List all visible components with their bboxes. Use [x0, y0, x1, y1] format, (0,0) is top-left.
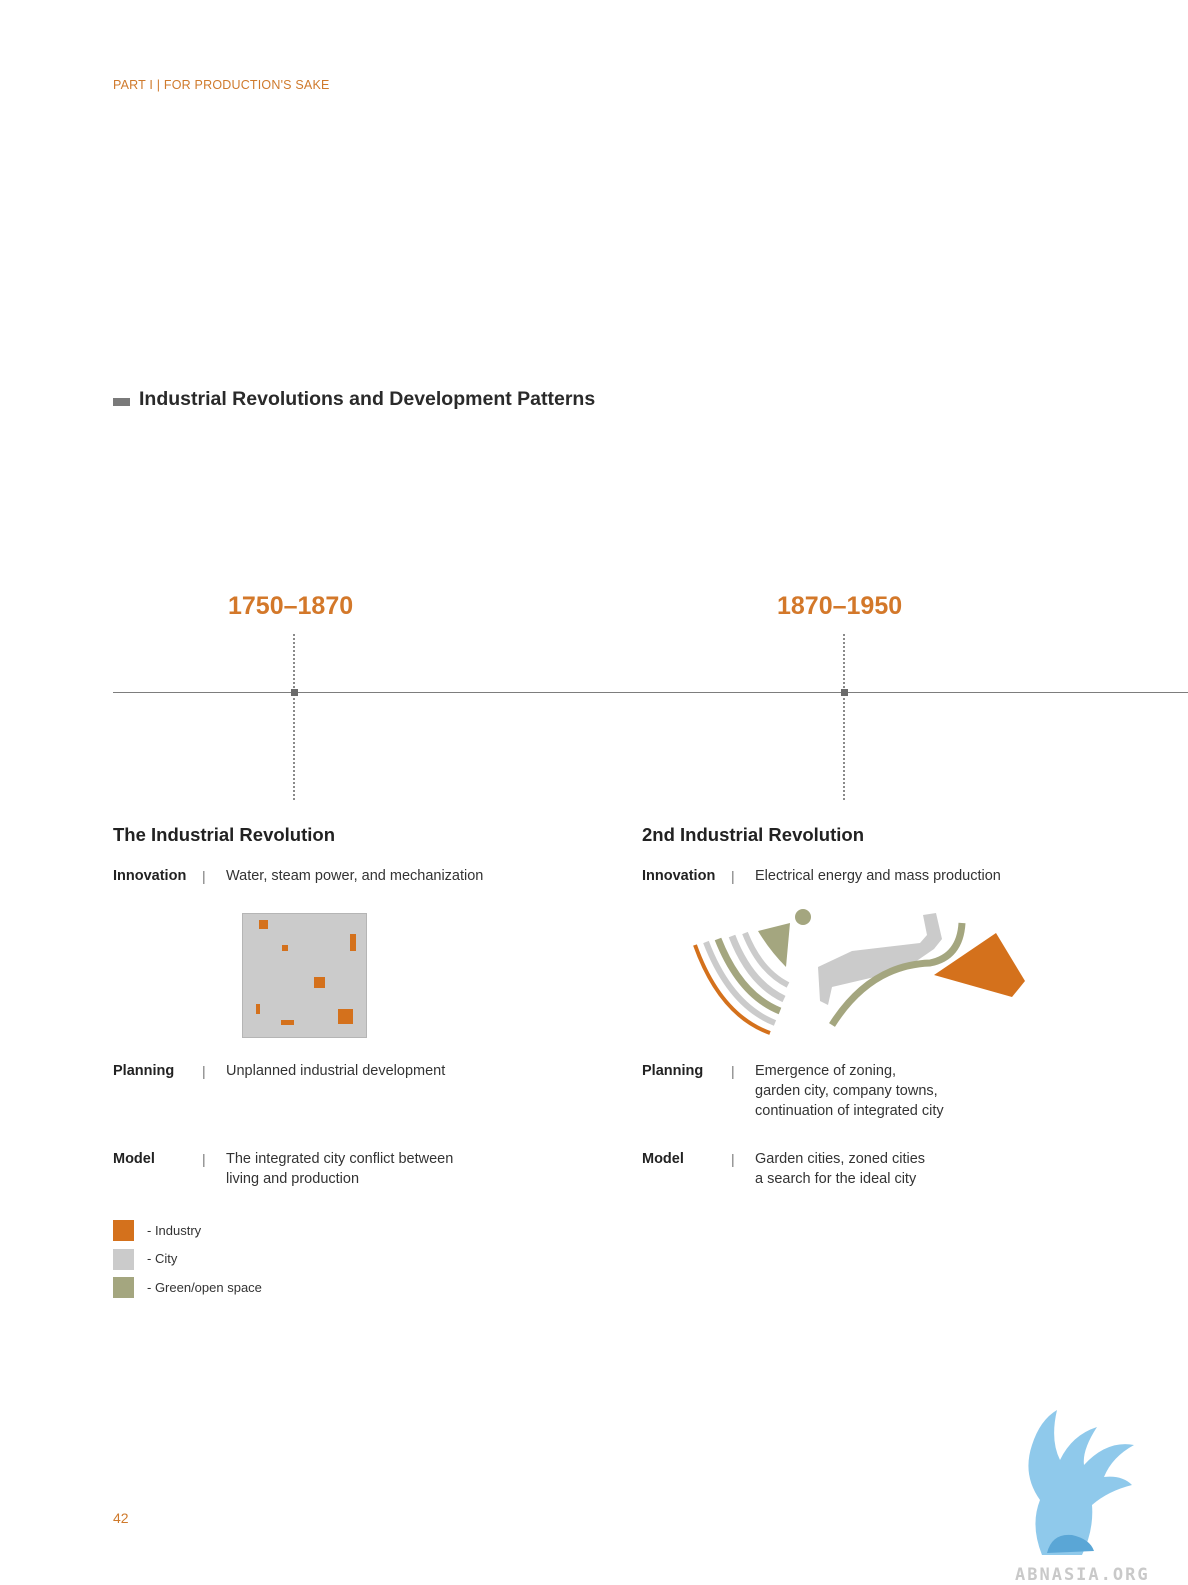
- era-2-pattern-diagram: [693, 909, 1025, 1035]
- era-2-title: 2nd Industrial Revolution: [642, 824, 865, 845]
- era-1-planning-separator: |: [202, 1063, 206, 1079]
- era-2-innovation-label: Innovation: [642, 868, 716, 884]
- city-ring: [742, 931, 790, 988]
- era-1-innovation-separator: |: [202, 868, 206, 884]
- green-wedge: [758, 923, 790, 967]
- green-ring: [714, 937, 782, 1015]
- griffin-base: [1047, 1534, 1094, 1553]
- era-1-dotted-marker: [293, 634, 295, 800]
- era-1-title: The Industrial Revolution: [113, 824, 336, 845]
- city-ring: [703, 940, 777, 1026]
- watermark-text: ABNASIA.ORG: [1015, 1565, 1150, 1585]
- legend-swatch-industry: [113, 1220, 134, 1241]
- era-2-tick: [841, 689, 848, 696]
- era-1-years: 1750–1870: [228, 592, 354, 620]
- industry-parcel: [350, 934, 356, 951]
- industry-ring: [693, 944, 771, 1035]
- green-node: [795, 909, 811, 925]
- era-2-planning-separator: |: [731, 1063, 735, 1079]
- era-2-innovation-separator: |: [731, 868, 735, 884]
- legend-label-city: - City: [147, 1251, 178, 1266]
- era-1-planning-value: Unplanned industrial development: [226, 1063, 446, 1079]
- era-2-model-label: Model: [642, 1151, 684, 1167]
- era-1-model-value: The integrated city conflict between liv…: [226, 1151, 454, 1187]
- industry-parcel: [281, 1020, 294, 1025]
- industry-parcel: [259, 920, 268, 929]
- legend-label-industry: - Industry: [147, 1223, 202, 1238]
- era-2-model-value: Garden cities, zoned cities a search for…: [755, 1151, 926, 1187]
- griffin-silhouette: [1028, 1410, 1134, 1555]
- era-2-model-separator: |: [731, 1151, 735, 1167]
- industry-parcel: [256, 1004, 260, 1014]
- city-ring: [728, 934, 786, 1003]
- era-1-model-label: Model: [113, 1151, 155, 1167]
- griffin-logo-icon: [1028, 1410, 1134, 1555]
- industry-parcel: [282, 945, 288, 951]
- linear-city: [818, 913, 942, 1005]
- green-belt: [829, 922, 966, 1027]
- legend-swatch-city: [113, 1249, 134, 1270]
- section-marker: [113, 398, 130, 406]
- era-2-innovation-value: Electrical energy and mass production: [755, 868, 1001, 884]
- section-title: Industrial Revolutions and Development P…: [139, 388, 596, 410]
- era-2-dotted-marker: [843, 634, 845, 800]
- era-1-innovation-label: Innovation: [113, 868, 187, 884]
- legend-swatch-green: [113, 1277, 134, 1298]
- page-number: 42: [113, 1510, 129, 1526]
- industry-parcel: [314, 977, 325, 988]
- era-2-years: 1870–1950: [777, 592, 903, 620]
- era-1-pattern-diagram: [242, 913, 367, 1038]
- era-1-innovation-value: Water, steam power, and mechanization: [226, 868, 484, 884]
- era-1-planning-label: Planning: [113, 1063, 175, 1079]
- era-1-model-separator: |: [202, 1151, 206, 1167]
- era-2-planning-label: Planning: [642, 1063, 704, 1079]
- running-head: PART I | FOR PRODUCTION'S SAKE: [113, 78, 330, 92]
- industry-zone: [934, 933, 1025, 997]
- industry-parcel: [338, 1009, 353, 1024]
- timeline-axis: [113, 692, 1188, 693]
- legend-label-green: - Green/open space: [147, 1280, 262, 1295]
- era-2-planning-value: Emergence of zoning, garden city, compan…: [755, 1063, 944, 1119]
- era-1-tick: [291, 689, 298, 696]
